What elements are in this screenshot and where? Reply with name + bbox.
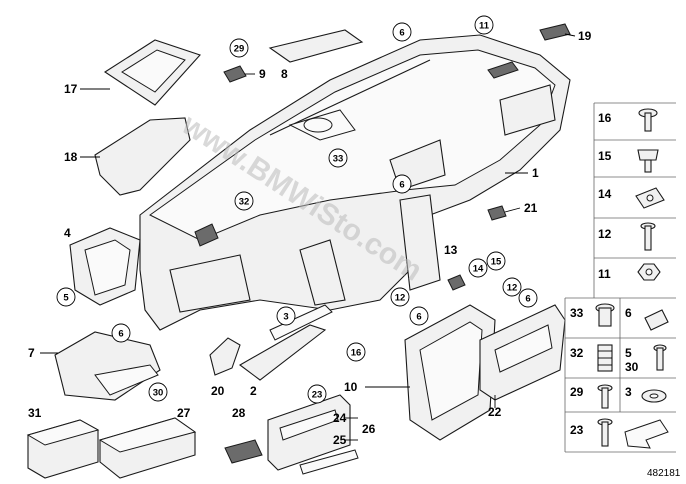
frame-part-17	[103, 39, 201, 106]
label-27: 27	[177, 406, 191, 420]
circle-label-16: 16	[351, 348, 362, 359]
part-27	[98, 417, 197, 479]
circle-label-30: 30	[153, 388, 164, 399]
grid-label-14: 14	[598, 187, 612, 201]
label-17: 17	[64, 82, 78, 96]
grommet-icon-33	[595, 303, 615, 327]
circle-label-12-left: 12	[395, 293, 406, 304]
panel-part-22	[479, 304, 566, 401]
part-31	[26, 419, 100, 479]
label-31: 31	[28, 406, 42, 420]
glovebox-part-7	[54, 331, 161, 401]
screw-icon-16	[638, 108, 658, 132]
trim-part-24-25	[267, 394, 359, 475]
fastener-grid	[564, 102, 676, 453]
screw-icon-29	[597, 384, 613, 409]
bracket-part-4	[69, 227, 141, 306]
bracket-part-10	[404, 304, 496, 441]
label-7: 7	[28, 346, 35, 360]
screw-icon-23	[597, 418, 613, 447]
label-24: 24	[333, 411, 347, 425]
part-28	[224, 439, 263, 464]
grid-label-32: 32	[570, 346, 584, 360]
circle-label-32: 32	[239, 197, 250, 208]
circle-label-6-glove: 6	[118, 329, 123, 340]
label-20: 20	[211, 384, 225, 398]
cover-part-8	[268, 29, 364, 63]
part-2	[239, 324, 327, 381]
circle-label-33: 33	[333, 154, 344, 165]
leader-lines	[40, 33, 576, 441]
circle-label-6-mid: 6	[399, 180, 404, 191]
label-21: 21	[524, 201, 538, 215]
washer-icon-3	[641, 389, 667, 403]
circle-label-6-lower: 6	[416, 312, 421, 323]
part-13	[447, 274, 466, 291]
label-9: 9	[259, 67, 266, 81]
circle-label-3: 3	[283, 312, 288, 323]
label-28: 28	[232, 406, 246, 420]
part-3	[269, 304, 333, 341]
label-8: 8	[281, 67, 288, 81]
spring-nut-icon-32	[597, 344, 613, 372]
grid-label-29: 29	[570, 385, 584, 399]
grid-label-5: 5	[625, 346, 632, 360]
label-13: 13	[444, 243, 458, 257]
part-21	[487, 205, 507, 221]
part-20	[209, 337, 241, 376]
circle-label-11: 11	[479, 21, 490, 32]
label-1: 1	[532, 166, 539, 180]
label-25: 25	[333, 433, 347, 447]
grid-label-30: 30	[625, 360, 639, 374]
clip-part-9	[223, 65, 247, 83]
dashboard-body	[139, 34, 571, 331]
circled-labels: 6 11 29 33 6 32 5 14 15 12 12 6 6 3 6 16…	[56, 15, 538, 404]
label-10: 10	[344, 380, 358, 394]
grid-label-33: 33	[570, 306, 584, 320]
grid-label-11: 11	[598, 267, 611, 281]
grid-label-3: 3	[625, 385, 632, 399]
grid-label-16: 16	[598, 111, 612, 125]
circle-label-6-top: 6	[399, 28, 404, 39]
screw-icon-12	[640, 222, 656, 251]
circle-label-23: 23	[312, 390, 323, 401]
clip-icon-6	[644, 309, 669, 331]
label-22: 22	[488, 405, 502, 419]
nut-icon-11	[637, 263, 661, 281]
bolt-icon-15	[637, 149, 659, 173]
circle-label-6-right: 6	[525, 294, 530, 305]
circle-label-5: 5	[63, 293, 69, 304]
label-19: 19	[578, 29, 592, 43]
vent-part-19	[539, 23, 571, 41]
label-18: 18	[64, 150, 78, 164]
grid-label-6: 6	[625, 306, 632, 320]
circle-label-12-right: 12	[507, 283, 518, 294]
screw-icon-5-30	[653, 344, 667, 371]
support-part-18	[94, 117, 191, 196]
direction-arrow-icon	[624, 419, 669, 449]
grid-label-12: 12	[598, 227, 612, 241]
catalog-number: 482181	[647, 468, 681, 479]
grid-label-23: 23	[570, 423, 584, 437]
label-4: 4	[64, 226, 71, 240]
label-2: 2	[250, 384, 257, 398]
label-26: 26	[362, 422, 376, 436]
circle-label-29: 29	[234, 44, 245, 55]
clip-nut-icon-14	[635, 187, 665, 209]
grid-label-15: 15	[598, 149, 612, 163]
circle-label-15: 15	[491, 257, 502, 268]
circle-label-14: 14	[473, 264, 484, 275]
